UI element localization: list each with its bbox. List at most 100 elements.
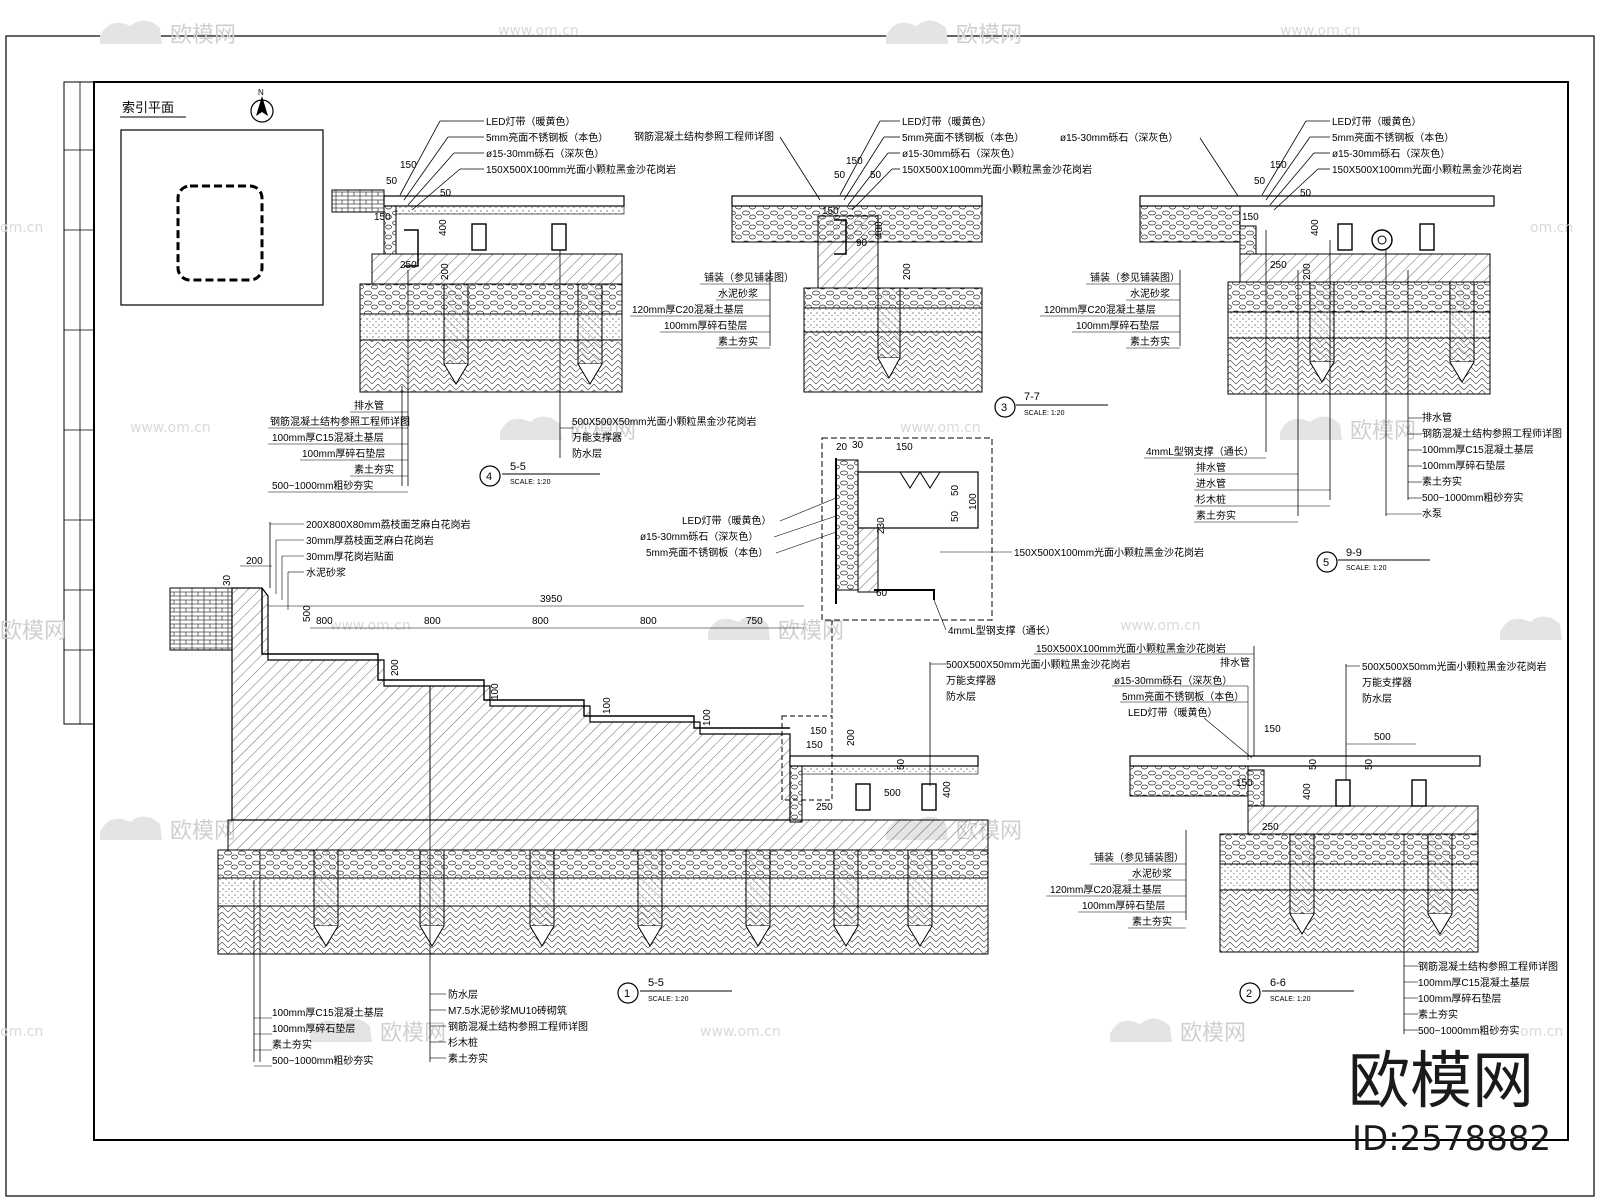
label-b-b1: 铺装（参见铺装图） [704, 271, 794, 284]
label-c-l3: 120mm厚C20混凝土基层 [1044, 303, 1156, 316]
watermark-brand: 欧模网 [1180, 1021, 1246, 1046]
watermark-url: om.cn [0, 220, 43, 236]
label-c-l1: 铺装（参见铺装图） [1090, 271, 1180, 284]
dim-a-7: 250 [400, 260, 417, 271]
dim-e-12: 100 [602, 697, 613, 714]
pump-icon [1371, 229, 1393, 251]
label-a-r2: 万能支撑器 [572, 431, 622, 444]
label-c-r1: 排水管 [1422, 411, 1452, 424]
label-f-t5: LED灯带（暖黄色） [1128, 706, 1217, 719]
label-c-r3: 100mm厚C15混凝土基层 [1422, 443, 1534, 456]
watermark-logo-8: 欧模网 [100, 816, 236, 844]
index-plan: 索引平面 N [120, 88, 324, 306]
dim-e-r7: 50 [896, 758, 907, 770]
watermark-brand: 欧模网 [1350, 419, 1416, 444]
label-e-bl4: 500~1000mm粗砂夯实 [272, 1054, 373, 1067]
section-scale: SCALE: 1:20 [1270, 996, 1311, 1003]
watermark-url: om.cn [1520, 1024, 1563, 1040]
dim-e-7: 800 [532, 616, 549, 627]
label-c-l2: 水泥砂浆 [1130, 287, 1170, 300]
section-e-labels: 200X800X80mm荔枝面芝麻白花岗岩 30mm厚荔枝面芝麻白花岗岩 30m… [222, 518, 1131, 1067]
label-c-r2: 钢筋混凝土结构参照工程师详图 [1422, 427, 1562, 440]
watermark-logo-5: 欧模网 [0, 619, 66, 644]
dim-a-6: 200 [440, 263, 451, 280]
dim-f-6: 250 [1262, 822, 1279, 833]
label-f-t3: ø15-30mm砾石（深灰色） [1114, 674, 1232, 687]
dim-b-3: 50 [870, 170, 882, 181]
section-scale: SCALE: 1:20 [648, 996, 689, 1003]
watermark-url: www.om.cn [330, 618, 411, 634]
section-title: 5-5 [510, 461, 526, 473]
dim-e-r2: 200 [846, 729, 857, 746]
dim-e-6: 800 [424, 616, 441, 627]
label-d-3: 5mm亮面不锈钢板（本色） [646, 546, 768, 559]
dim-c-4: 150 [1242, 212, 1259, 223]
label-e-r2: 万能支撑器 [946, 674, 996, 687]
dim-f-1: 150 [1264, 724, 1281, 735]
section-number: 3 [1001, 402, 1007, 414]
section-title-4: 4 5-5 SCALE: 1:20 [479, 461, 600, 487]
north-label: N [258, 88, 264, 97]
section-b-labels: LED灯带（暖黄色） 5mm亮面不锈钢板（本色） ø15-30mm砾石（深灰色）… [630, 115, 1092, 349]
label-e-t4: 水泥砂浆 [306, 566, 346, 579]
label-b-1: LED灯带（暖黄色） [902, 115, 991, 128]
watermark-logo-7 [1500, 616, 1562, 640]
label-e-t1: 200X800X80mm荔枝面芝麻白花岗岩 [306, 518, 471, 531]
label-f-rb1: 钢筋混凝土结构参照工程师详图 [1418, 960, 1558, 973]
dim-e-4: 500 [302, 605, 313, 622]
index-plan-title: 索引平面 [122, 100, 174, 115]
watermark-id: ID:2578882 [1352, 1119, 1551, 1159]
dim-d-1: 20 [836, 442, 848, 453]
label-e-r3: 防水层 [946, 690, 976, 703]
dim-d-3: 150 [896, 442, 913, 453]
watermark-brand: 欧模网 [570, 419, 636, 444]
dim-c-6: 200 [1302, 263, 1313, 280]
label-b-3: ø15-30mm砾石（深灰色） [902, 147, 1020, 160]
label-b-4: 150X500X100mm光面小颗粒黑金沙花岗岩 [902, 163, 1092, 176]
label-d-right: 150X500X100mm光面小颗粒黑金沙花岗岩 [1014, 546, 1204, 559]
label-f-r1: 500X500X50mm光面小颗粒黑金沙花岗岩 [1362, 660, 1547, 673]
label-c-b5: 素土夯实 [1196, 509, 1236, 522]
watermark-url: www.om.cn [700, 1024, 781, 1040]
dim-e-10: 200 [390, 659, 401, 676]
dim-e-r1: 150 [810, 726, 827, 737]
section-title-2: 2 6-6 SCALE: 1:20 [1239, 977, 1354, 1004]
dim-c-2: 50 [1254, 176, 1266, 187]
label-a-b6: 500~1000mm粗砂夯实 [272, 479, 373, 492]
section-title: 7-7 [1024, 391, 1040, 403]
dim-b-6: 200 [902, 263, 913, 280]
label-b-2: 5mm亮面不锈钢板（本色） [902, 131, 1024, 144]
watermark-brand: 欧模网 [956, 23, 1022, 48]
watermark-brand: 欧模网 [778, 619, 844, 644]
section-title: 5-5 [648, 977, 664, 989]
dim-e-1: 200 [246, 556, 263, 567]
label-c-4: 150X500X100mm光面小颗粒黑金沙花岗岩 [1332, 163, 1522, 176]
dim-e-r5: 400 [942, 781, 953, 798]
label-e-bm2: M7.5水泥砂浆MU10砖砌筑 [448, 1004, 567, 1017]
watermark-url: www.om.cn [1280, 23, 1361, 39]
dim-d-2: 30 [852, 440, 864, 451]
dim-a-3: 50 [440, 188, 452, 199]
dim-d-8: 60 [876, 588, 888, 599]
section-f-labels: 150X500X100mm光面小颗粒黑金沙花岗岩 排水管 ø15-30mm砾石（… [1034, 642, 1558, 1037]
dim-e-13: 100 [702, 709, 713, 726]
watermark-url: www.om.cn [130, 420, 211, 436]
watermark-logo-3: 欧模网 [500, 416, 636, 444]
label-c-b4: 杉木桩 [1196, 493, 1226, 506]
watermark-logo-2: 欧模网 [886, 20, 1022, 48]
dim-f-5: 400 [1302, 783, 1313, 800]
watermark-logo-11: 欧模网 [1110, 1018, 1246, 1046]
section-a-labels: LED灯带（暖黄色） 5mm亮面不锈钢板（本色） ø15-30mm砾石（深灰色）… [268, 115, 757, 493]
section-scale: SCALE: 1:20 [1024, 410, 1065, 417]
section-number: 2 [1246, 988, 1252, 1000]
label-f-l2: 水泥砂浆 [1132, 867, 1172, 880]
section-title-3: 3 7-7 SCALE: 1:20 [994, 391, 1108, 418]
dim-b-5: 400 [874, 221, 885, 238]
dim-c-1: 150 [1270, 160, 1287, 171]
label-f-t2: 排水管 [1220, 656, 1250, 669]
dim-e-r6: 250 [816, 802, 833, 813]
watermark-brand: 欧模网 [0, 619, 66, 644]
dim-a-1: 150 [400, 160, 417, 171]
label-c-b3: 进水管 [1196, 477, 1226, 490]
section-title: 9-9 [1346, 547, 1362, 559]
